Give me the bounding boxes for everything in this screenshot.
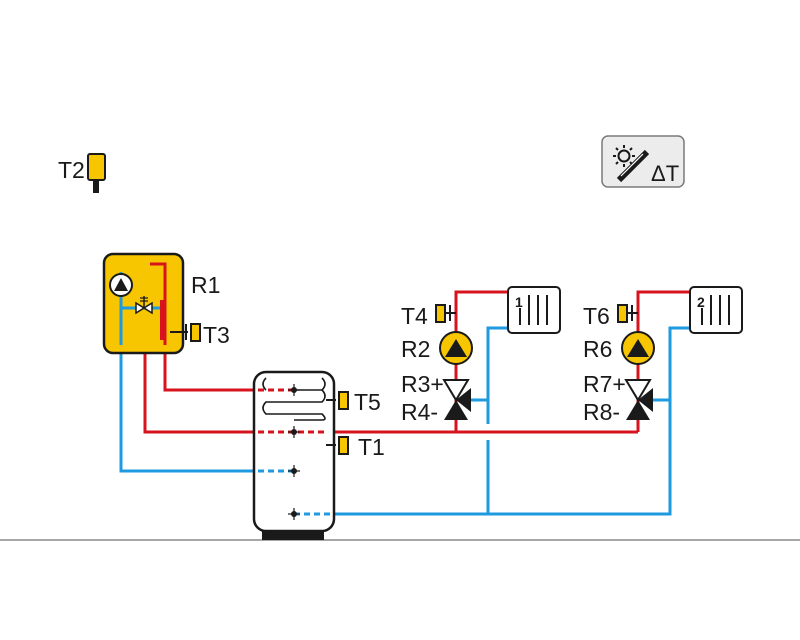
label-r4: R4- (401, 399, 438, 425)
label-t5: T5 (354, 389, 381, 415)
tank-heat-exchanger-coil (262, 377, 326, 421)
return-pipes (119, 285, 690, 516)
delta-t-label: ΔT (651, 161, 679, 186)
pump-r2-icon (439, 331, 473, 365)
label-r2: R2 (401, 336, 430, 362)
label-t2: T2 (58, 157, 85, 183)
label-t6: T6 (583, 303, 610, 329)
mixing-valve-1-icon (442, 379, 471, 420)
label-t1: T1 (358, 434, 385, 460)
mixing-valve-2-icon (624, 379, 653, 420)
radiator-2-number: 2 (697, 294, 705, 310)
radiator-1 (507, 286, 561, 334)
label-r3: R3+ (401, 371, 444, 397)
sensor-t6-icon (617, 304, 638, 323)
controller-panel[interactable]: ΔT (601, 135, 685, 188)
label-r1: R1 (191, 272, 220, 298)
boiler-valve-icon (135, 296, 153, 315)
sensor-t5-icon (326, 391, 349, 410)
boiler-pump-icon (109, 273, 133, 297)
tank-connection-points (288, 384, 300, 520)
label-r7: R7+ (583, 371, 626, 397)
radiator-2 (689, 286, 743, 334)
label-t3: T3 (203, 322, 230, 348)
label-r6: R6 (583, 336, 612, 362)
solar-collector-icon (616, 149, 650, 183)
sensor-t2-icon (87, 153, 106, 193)
label-t4: T4 (401, 303, 428, 329)
sensor-t3-icon (170, 323, 201, 342)
radiator-1-number: 1 (515, 294, 523, 310)
label-r8: R8- (583, 399, 620, 425)
sensor-t4-icon (435, 304, 456, 323)
pump-r6-icon (621, 331, 655, 365)
sensor-t1-icon (326, 436, 349, 455)
